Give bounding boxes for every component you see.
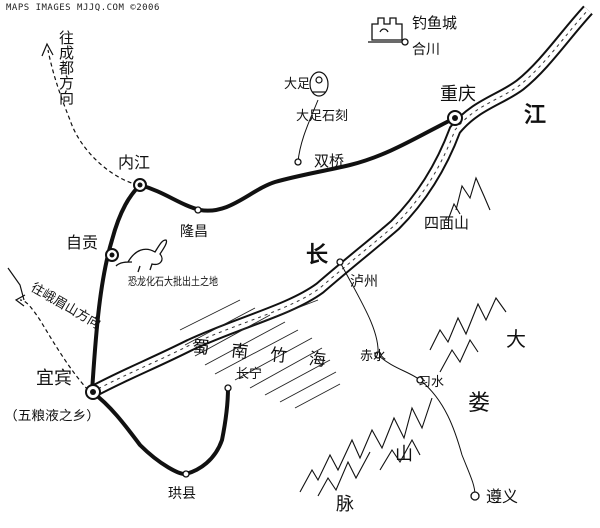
label-big: 大 xyxy=(506,327,526,351)
label-dazu: 大足 xyxy=(284,77,310,92)
dalou-mountains xyxy=(299,176,507,497)
label-mai: 脉 xyxy=(336,494,354,515)
longchang-marker xyxy=(194,206,202,214)
label-river-jiang: 江 xyxy=(524,102,546,128)
label-wuliangye: （五粮液之乡） xyxy=(4,409,100,424)
label-luzhou: 泸州 xyxy=(350,274,378,290)
credit-watermark: MAPS IMAGES MJJQ.COM ©2006 xyxy=(4,3,162,13)
luzhou-marker xyxy=(336,258,344,266)
secondary-roads xyxy=(297,99,476,496)
map-labels: 往成都方向 往峨眉山方向 钓鱼城 合川 大足 大足石刻 重庆 江 内江 双桥 隆… xyxy=(4,14,546,515)
label-neijiang: 内江 xyxy=(118,153,150,172)
label-diaoyucheng: 钓鱼城 xyxy=(412,14,457,32)
direction-arrows xyxy=(19,49,139,391)
label-gongxian: 珙县 xyxy=(168,486,196,502)
chishui-marker xyxy=(374,351,382,359)
bamboo-sea-hatching xyxy=(179,299,341,409)
label-chongqing: 重庆 xyxy=(440,84,476,105)
label-dazu-carvings: 大足石刻 xyxy=(296,109,348,124)
label-to-chengdu: 往成都方向 xyxy=(57,30,75,105)
label-chang: 长 xyxy=(306,242,329,268)
label-to-emeishan: 往峨眉山方向 xyxy=(28,280,104,333)
label-shunan-zhuhai: 蜀南竹海 xyxy=(191,337,348,373)
town-markers xyxy=(182,38,480,501)
zunyi-marker xyxy=(470,491,480,501)
label-xishui: 习水 xyxy=(418,375,444,390)
changning-marker xyxy=(224,384,232,392)
buddha-icon xyxy=(309,71,329,97)
label-longchang: 隆昌 xyxy=(180,224,208,240)
label-simianshan: 四面山 xyxy=(424,214,469,232)
label-lou: 娄 xyxy=(468,391,490,416)
label-dinosaur-site: 恐龙化石大批出土之地 xyxy=(128,274,218,288)
hechuan-marker xyxy=(401,38,409,46)
label-zunyi: 遵义 xyxy=(486,487,518,506)
label-changning: 长宁 xyxy=(236,366,262,382)
fortress-icon xyxy=(368,17,406,43)
yangtze-river xyxy=(88,5,593,398)
city-marker-dots xyxy=(90,115,458,395)
arrow-heads xyxy=(7,42,54,307)
label-zigong: 自贡 xyxy=(66,233,98,252)
shuangqiao-marker xyxy=(294,158,302,166)
label-shan: 山 xyxy=(395,444,413,465)
label-chishui: 赤水 xyxy=(360,349,386,364)
gongxian-marker xyxy=(182,470,190,478)
label-shuangqiao: 双桥 xyxy=(314,152,344,170)
dinosaur-icon xyxy=(115,239,168,273)
main-route xyxy=(90,116,457,477)
xishui-marker xyxy=(416,376,424,384)
label-yibin: 宜宾 xyxy=(36,368,72,389)
label-hechuan: 合川 xyxy=(412,42,440,58)
